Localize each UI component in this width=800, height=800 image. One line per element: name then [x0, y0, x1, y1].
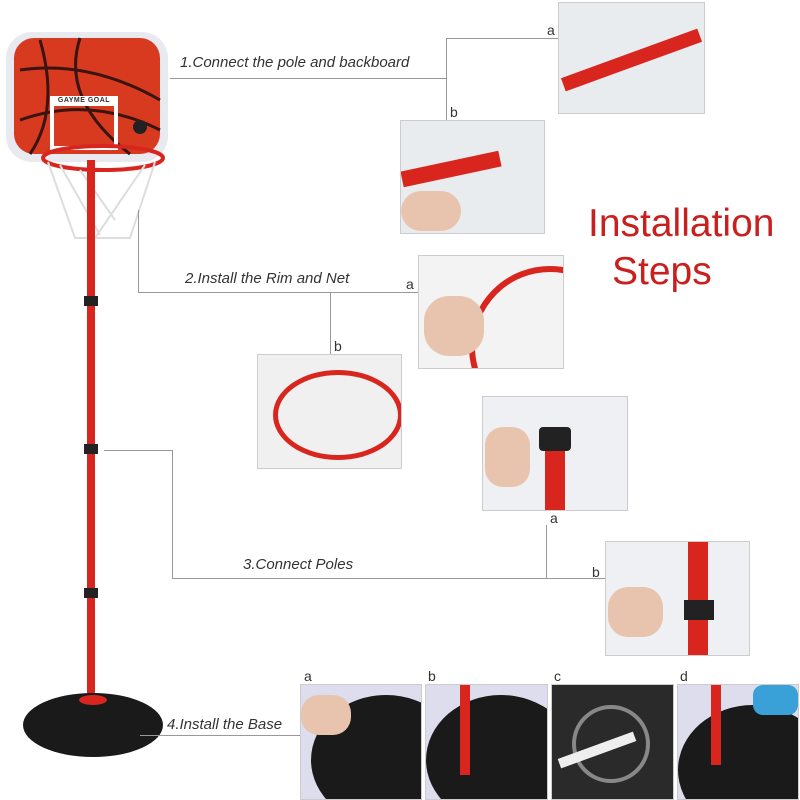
connector-line	[170, 78, 446, 79]
connector-line	[138, 292, 418, 293]
connector-line	[546, 525, 547, 578]
step-2-label: 2.Install the Rim and Net	[185, 270, 350, 287]
connector-line	[330, 292, 331, 354]
step-3a-photo	[482, 396, 628, 511]
connector-line	[138, 210, 139, 292]
step-3-label: 3.Connect Poles	[243, 556, 354, 573]
step-4c-letter: c	[554, 668, 561, 684]
step-4d-letter: d	[680, 668, 688, 684]
step-4-label: 4.Install the Base	[167, 716, 283, 733]
step-4a-letter: a	[304, 668, 312, 684]
title-line-1: Installation	[588, 202, 775, 245]
step-1b-letter: b	[450, 104, 458, 120]
page-title: Installation Steps	[588, 200, 774, 296]
basketball-stand-illustration	[6, 32, 168, 757]
connector-line	[104, 450, 172, 451]
connector-line	[140, 735, 300, 736]
connector-line	[446, 38, 558, 39]
step-2a-letter: a	[406, 276, 414, 292]
step-1a-photo	[558, 2, 705, 114]
step-4d-photo	[677, 684, 799, 800]
step-2b-photo	[257, 354, 402, 469]
step-1a-letter: a	[547, 22, 555, 38]
backboard-logo-text: GAYME GOAL	[57, 97, 111, 104]
connector-line	[172, 450, 173, 578]
connector-line	[446, 38, 447, 120]
title-line-2: Steps	[612, 250, 712, 293]
step-2b-letter: b	[334, 338, 342, 354]
connector-line	[172, 578, 605, 579]
step-4a-photo	[300, 684, 422, 800]
step-3b-letter: b	[592, 564, 600, 580]
step-3a-letter: a	[550, 510, 558, 526]
step-4b-letter: b	[428, 668, 436, 684]
step-4b-photo	[425, 684, 548, 800]
step-2a-photo	[418, 255, 564, 369]
step-1-label: 1.Connect the pole and backboard	[180, 54, 410, 71]
step-4c-photo	[551, 684, 674, 800]
step-3b-photo	[605, 541, 750, 656]
step-1b-photo	[400, 120, 545, 234]
